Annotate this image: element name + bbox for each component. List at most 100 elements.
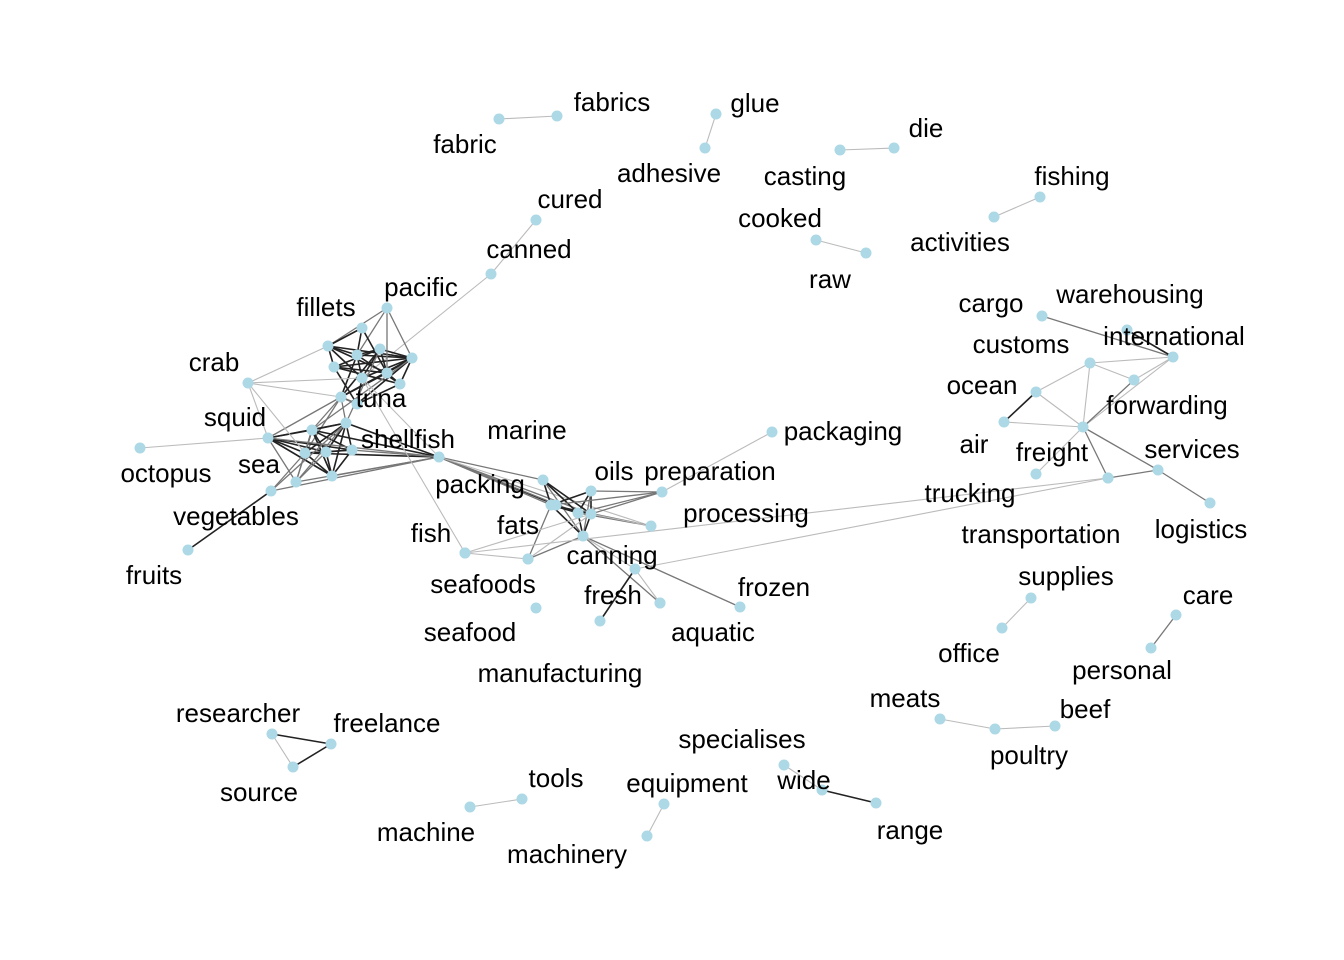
node-ocean[interactable]	[1030, 386, 1042, 398]
label-packing: packing	[435, 469, 525, 499]
node-cooked[interactable]	[810, 234, 822, 246]
edge-air-freight	[1003, 421, 1084, 428]
node-cargo[interactable]	[1036, 310, 1048, 322]
node-glue[interactable]	[710, 108, 722, 120]
edge-crab-u12	[247, 382, 306, 454]
node-processing[interactable]	[645, 520, 657, 532]
edge-tuna-squid	[267, 396, 342, 439]
node-u1[interactable]	[406, 352, 418, 364]
node-customs[interactable]	[1084, 357, 1096, 369]
node-u5[interactable]	[381, 367, 393, 379]
node-fabrics[interactable]	[551, 110, 563, 122]
node-tuna[interactable]	[335, 391, 347, 403]
node-u13[interactable]	[320, 446, 332, 458]
node-frozen[interactable]	[734, 601, 746, 613]
node-services[interactable]	[1152, 464, 1164, 476]
node-u11[interactable]	[340, 417, 352, 429]
node-u3[interactable]	[351, 349, 363, 361]
node-u16[interactable]	[545, 499, 557, 511]
node-seafood[interactable]	[530, 602, 542, 614]
node-trucking[interactable]	[1030, 468, 1042, 480]
node-machine[interactable]	[464, 801, 476, 813]
node-machinery[interactable]	[641, 830, 653, 842]
node-warehousing[interactable]	[1121, 324, 1133, 336]
node-u6[interactable]	[328, 361, 340, 373]
node-equipment[interactable]	[658, 798, 670, 810]
node-u17[interactable]	[585, 508, 597, 520]
node-crab[interactable]	[242, 377, 254, 389]
node-activities[interactable]	[988, 211, 1000, 223]
node-tools[interactable]	[516, 793, 528, 805]
edge-source-freelance	[292, 743, 332, 768]
node-fats[interactable]	[572, 507, 584, 519]
node-u7[interactable]	[394, 378, 406, 390]
node-u14[interactable]	[346, 444, 358, 456]
node-u12[interactable]	[299, 447, 311, 459]
label-fish: fish	[411, 518, 451, 548]
label-fresh: fresh	[584, 580, 642, 610]
node-oils[interactable]	[585, 485, 597, 497]
node-u8[interactable]	[351, 398, 363, 410]
node-manufacturing[interactable]	[594, 615, 606, 627]
node-canned[interactable]	[485, 268, 497, 280]
node-researcher[interactable]	[266, 728, 278, 740]
node-logistics[interactable]	[1204, 497, 1216, 509]
edge-customs-ocean	[1035, 362, 1091, 393]
node-cured[interactable]	[530, 214, 542, 226]
node-raw[interactable]	[860, 247, 872, 259]
node-u2[interactable]	[322, 340, 334, 352]
node-u15[interactable]	[326, 470, 338, 482]
node-u10[interactable]	[306, 424, 318, 436]
node-u18[interactable]	[522, 553, 534, 565]
edge-crab-tuna	[247, 382, 342, 398]
node-office[interactable]	[996, 622, 1008, 634]
node-squid[interactable]	[262, 432, 274, 444]
edge-customs-forwarding	[1089, 362, 1135, 381]
label-vegetables: vegetables	[173, 501, 299, 531]
label-crab: crab	[189, 347, 240, 377]
node-canning[interactable]	[577, 530, 589, 542]
node-marine[interactable]	[537, 474, 549, 486]
node-specialises[interactable]	[778, 759, 790, 771]
node-u20[interactable]	[459, 547, 471, 559]
node-u21[interactable]	[1102, 472, 1114, 484]
node-beef[interactable]	[1049, 720, 1061, 732]
label-fishing: fishing	[1034, 161, 1109, 191]
edge-services-transportation	[1107, 469, 1159, 479]
node-fresh[interactable]	[629, 563, 641, 575]
node-pacific[interactable]	[381, 302, 393, 314]
node-poultry[interactable]	[989, 723, 1001, 735]
edge-international-freight	[1082, 356, 1174, 428]
node-range[interactable]	[870, 797, 882, 809]
node-casting[interactable]	[834, 144, 846, 156]
node-u9[interactable]	[356, 372, 368, 384]
node-die[interactable]	[888, 142, 900, 154]
node-octopus[interactable]	[134, 442, 146, 454]
node-international[interactable]	[1167, 351, 1179, 363]
node-forwarding[interactable]	[1128, 374, 1140, 386]
label-aquatic: aquatic	[671, 617, 755, 647]
node-fillets[interactable]	[356, 322, 368, 334]
node-wide[interactable]	[816, 784, 828, 796]
node-freight[interactable]	[1077, 421, 1089, 433]
node-vegetables[interactable]	[265, 485, 277, 497]
node-fruits[interactable]	[182, 544, 194, 556]
node-shellfish[interactable]	[433, 451, 445, 463]
node-packaging[interactable]	[766, 426, 778, 438]
node-fabric[interactable]	[493, 113, 505, 125]
node-fishing[interactable]	[1034, 191, 1046, 203]
edge-preparation-oils	[590, 490, 663, 493]
node-source[interactable]	[287, 761, 299, 773]
node-preparation[interactable]	[656, 486, 668, 498]
node-sea[interactable]	[290, 476, 302, 488]
node-u19[interactable]	[654, 597, 666, 609]
node-meats[interactable]	[934, 713, 946, 725]
node-freelance[interactable]	[325, 738, 337, 750]
node-air[interactable]	[998, 416, 1010, 428]
node-care[interactable]	[1170, 609, 1182, 621]
node-u4[interactable]	[374, 343, 386, 355]
node-supplies[interactable]	[1025, 592, 1037, 604]
node-adhesive[interactable]	[699, 142, 711, 154]
node-personal[interactable]	[1145, 642, 1157, 654]
edge-fruits-vegetables	[187, 490, 272, 551]
